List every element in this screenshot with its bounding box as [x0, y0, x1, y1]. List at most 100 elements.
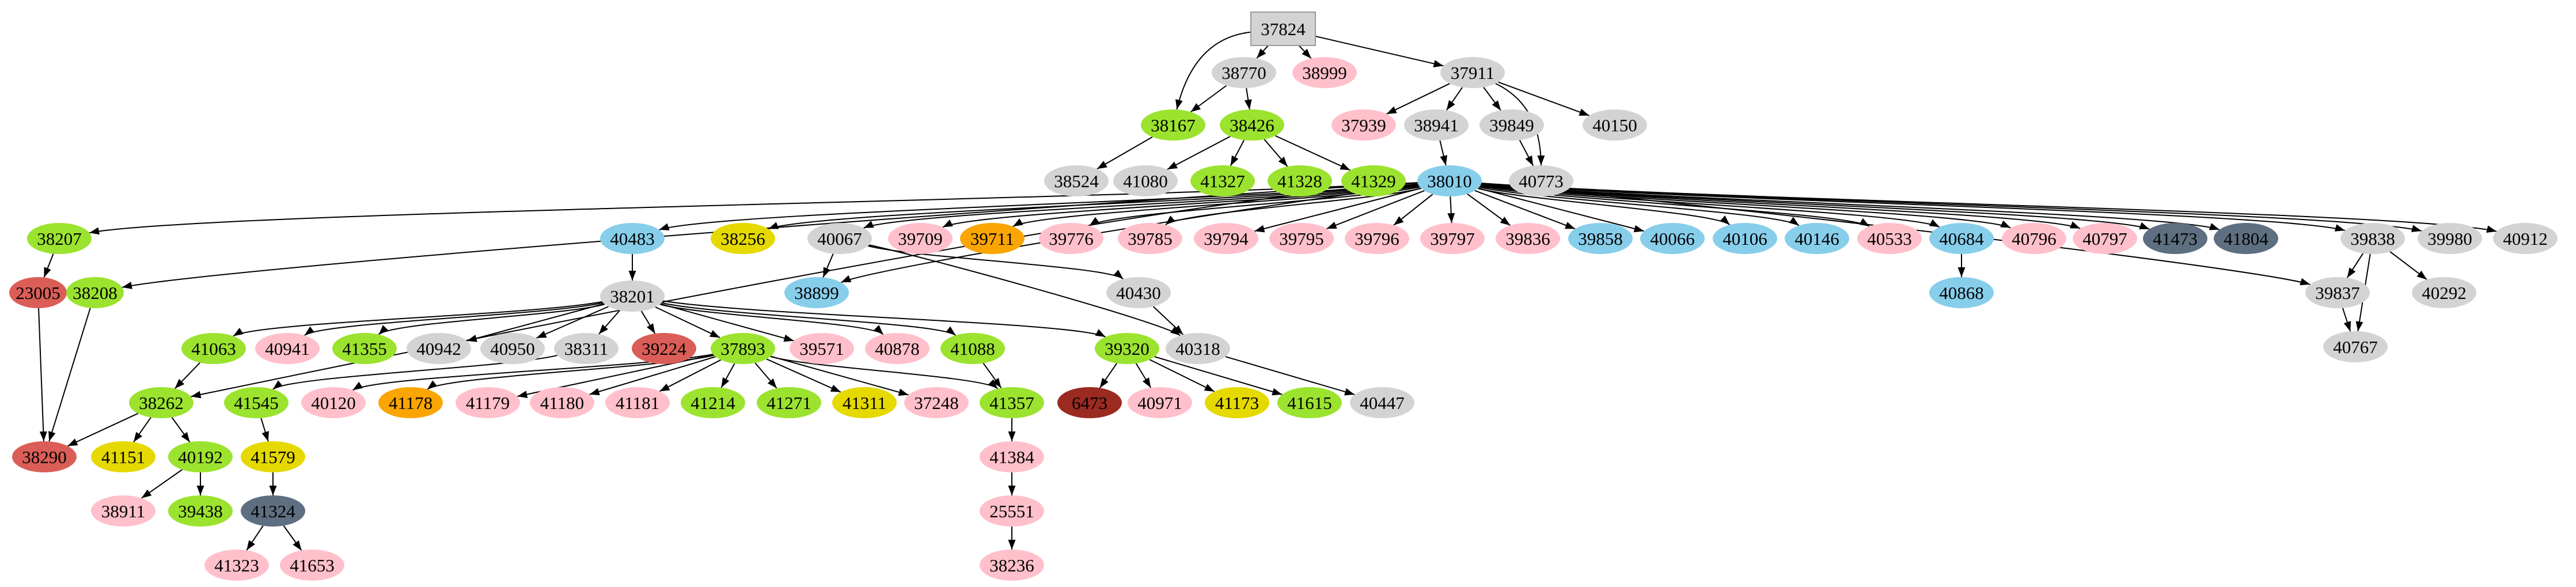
graph-edge-38010-39858 — [1474, 190, 1576, 230]
graph-node-39838: 39838 — [2340, 223, 2405, 254]
graph-node-38311: 38311 — [554, 333, 619, 364]
graph-node-40773: 40773 — [1509, 165, 1573, 196]
graph-node-41088: 41088 — [940, 333, 1005, 364]
node-shape — [1785, 223, 1849, 254]
node-shape — [1141, 109, 1205, 141]
graph-edge-40430-40318 — [1152, 306, 1184, 335]
node-shape — [1292, 57, 1357, 88]
node-shape — [1269, 223, 1334, 254]
graph-node-41271: 41271 — [757, 387, 821, 418]
node-shape — [1212, 57, 1276, 88]
graph-edge-37911-37939 — [1386, 83, 1450, 115]
graph-node-38999: 38999 — [1292, 57, 1357, 88]
node-shape — [301, 387, 366, 418]
graph-node-38290: 38290 — [12, 441, 77, 472]
graph-node-40533: 40533 — [1857, 223, 1922, 254]
graph-edge-38010-40066 — [1478, 187, 1644, 233]
graph-edge-39320-41615 — [1154, 356, 1283, 396]
node-shape — [1190, 165, 1255, 196]
node-shape — [904, 387, 969, 418]
graph-node-41328: 41328 — [1268, 165, 1332, 196]
graph-edge-38201-40941 — [304, 302, 604, 336]
node-shape — [605, 387, 670, 418]
graph-node-39849: 39849 — [1479, 109, 1544, 141]
edges-layer — [38, 31, 2497, 551]
graph-node-38941: 38941 — [1404, 109, 1469, 141]
graph-edge-37893-41181 — [659, 359, 722, 392]
graph-edge-37893-41271 — [754, 362, 777, 389]
node-shape — [888, 223, 953, 254]
graph-edge-38010-39795 — [1326, 190, 1425, 229]
node-shape — [407, 333, 471, 364]
node-shape — [2214, 223, 2278, 254]
graph-edge-38201-40942 — [466, 303, 605, 342]
graph-edge-38201-39320 — [663, 300, 1106, 338]
graph-node-39224: 39224 — [632, 333, 696, 364]
node-shape — [600, 281, 665, 312]
node-shape — [1640, 223, 1705, 254]
node-shape — [1039, 223, 1103, 254]
node-shape — [332, 333, 397, 364]
graph-edge-39837-40767 — [2342, 308, 2351, 332]
graph-edge-38010-40912 — [1481, 183, 2497, 233]
graph-node-40120: 40120 — [301, 387, 366, 418]
graph-edge-38201-41063 — [233, 301, 602, 337]
graph-edge-37911-40150 — [1498, 81, 1589, 116]
node-shape — [1044, 165, 1109, 196]
graph-node-41080: 41080 — [1113, 165, 1178, 196]
graph-node-40150: 40150 — [1583, 109, 1647, 141]
graph-node-39858: 39858 — [1568, 223, 1633, 254]
graph-edge-38207-23005 — [43, 253, 54, 278]
node-shape — [2493, 223, 2558, 254]
node-shape — [241, 495, 305, 527]
graph-edge-40318-40447 — [1225, 356, 1355, 396]
node-shape — [1205, 387, 1269, 418]
graph-node-41653: 41653 — [280, 550, 344, 581]
graph-node-40292: 40292 — [2412, 277, 2476, 308]
graph-node-40106: 40106 — [1713, 223, 1777, 254]
node-shape — [1113, 165, 1178, 196]
graph-edge-40067-40318 — [868, 244, 1181, 336]
node-shape — [456, 387, 520, 418]
graph-node-25551: 25551 — [980, 495, 1044, 527]
node-shape — [168, 495, 233, 527]
node-shape — [554, 333, 619, 364]
graph-node-40941: 40941 — [255, 333, 320, 364]
graph-edge-38010-39794 — [1254, 187, 1421, 233]
node-shape — [91, 495, 155, 527]
graph-edge-38208-38290 — [48, 308, 91, 442]
node-shape — [1220, 109, 1284, 141]
graph-node-6473: 6473 — [1057, 387, 1122, 418]
graph-node-40684: 40684 — [1929, 223, 1994, 254]
node-shape — [1341, 165, 1406, 196]
graph-node-41615: 41615 — [1277, 387, 1342, 418]
graph-edge-38201-39224 — [640, 310, 656, 334]
graph-node-39711: 39711 — [960, 223, 1025, 254]
graph-edge-38941-38010 — [1439, 140, 1448, 166]
graph-node-40483: 40483 — [600, 223, 665, 254]
graph-node-38262: 38262 — [129, 387, 194, 418]
graph-node-41178: 41178 — [378, 387, 443, 418]
node-shape — [2073, 223, 2137, 254]
node-shape — [1194, 223, 1258, 254]
graph-node-39320: 39320 — [1095, 333, 1159, 364]
graph-edge-38262-38290 — [67, 412, 139, 447]
graph-node-37939: 37939 — [1331, 109, 1396, 141]
graph-node-40767: 40767 — [2323, 331, 2388, 362]
node-shape — [91, 441, 155, 472]
node-shape — [940, 333, 1005, 364]
graph-edge-38426-41327 — [1230, 139, 1245, 166]
graph-edge-38262-41151 — [133, 416, 151, 443]
graph-node-41181: 41181 — [605, 387, 670, 418]
node-shape — [1929, 223, 1994, 254]
node-shape — [2412, 277, 2476, 308]
graph-edge-37911-39849 — [1483, 86, 1501, 111]
node-shape — [1404, 109, 1469, 141]
graph-node-41173: 41173 — [1205, 387, 1269, 418]
node-shape — [1350, 387, 1414, 418]
node-shape — [2143, 223, 2207, 254]
graph-node-40878: 40878 — [865, 333, 930, 364]
graph-edge-38010-39797 — [1447, 196, 1455, 224]
graph-node-41327: 41327 — [1190, 165, 1255, 196]
graph-node-40146: 40146 — [1785, 223, 1849, 254]
